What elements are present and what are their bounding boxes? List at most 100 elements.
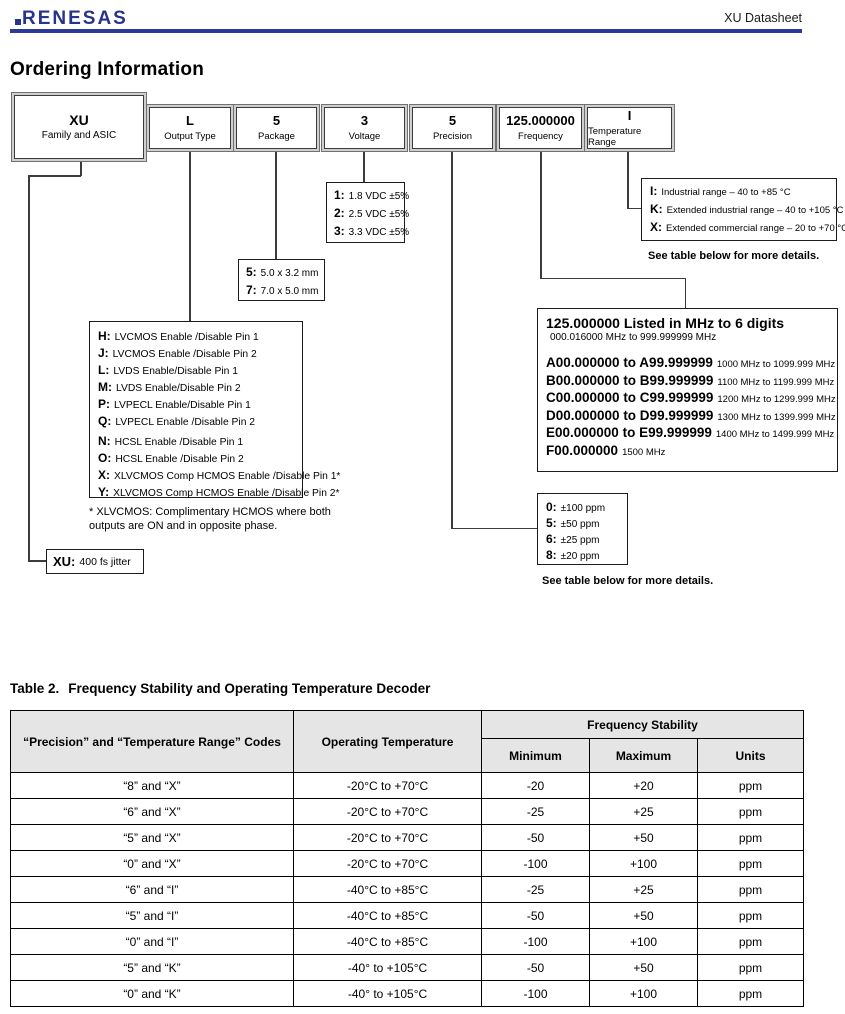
table-row: “5” and “X”-20°C to +70°C -50+50 ppm [10,824,804,851]
logo-mark-icon [15,19,21,25]
partbox-frequency-code: 125.000000 [506,113,575,128]
package-callout: 5: 5.0 x 3.2 mm 7: 7.0 x 5.0 mm [238,259,325,301]
page-title: Ordering Information [10,59,204,80]
partbox-voltage: 3 Voltage [324,107,405,149]
connector-line [627,148,629,209]
table2-label: Table 2. [10,681,60,696]
frequency-stability-table: “Precision” and “Temperature Range” Code… [10,710,804,1007]
table2-title: Table 2. Frequency Stability and Operatin… [10,681,430,696]
connector-line [684,277,686,310]
frequency-subtitle: 000.016000 MHz to 999.999999 MHz [550,332,717,343]
connector-line [451,527,538,529]
col-header-minimum: Minimum [481,738,590,773]
col-header-codes: “Precision” and “Temperature Range” Code… [10,710,294,773]
precision-option: 6: ±25 ppm [546,532,600,546]
connector-line [627,207,642,209]
temperature-note: See table below for more details. [648,250,820,262]
partbox-family-label: Family and ASIC [41,130,117,141]
frequency-range: B00.000000 to B99.999999 1100 MHz to 119… [546,372,835,388]
connector-line [189,148,191,322]
partbox-frequency: 125.000000 Frequency [499,107,582,149]
precision-callout: 0: ±100 ppm 5: ±50 ppm 6: ±25 ppm 8: ±20… [537,493,628,565]
partbox-output-label: Output Type [164,131,216,142]
connector-line [451,148,453,529]
partbox-temperature-label: Temperature Range [588,125,642,148]
table-row: “5” and “K”-40° to +105°C -50+50 ppm [10,954,804,981]
connector-line [28,175,81,177]
frequency-range: F00.000000 1500 MHz [546,442,666,458]
output-type-callout: H: LVCMOS Enable /Disable Pin 1 J: LVCMO… [89,321,341,499]
partbox-family: XU Family and ASIC [14,95,144,159]
jitter-code: XU: [53,554,76,569]
table-row: “0” and “K”-40° to +105°C -100+100 ppm [10,980,804,1007]
frequency-range: A00.000000 to A99.999999 1000 MHz to 109… [546,355,836,370]
col-header-units: Units [697,738,804,773]
jitter-callout: XU: 400 fs jitter [46,549,144,574]
voltage-option: 2: 2.5 VDC ±5% [334,206,410,220]
frequency-callout: 125.000000 Listed in MHz to 6 digits 000… [537,308,838,472]
partbox-temperature: I Temperature Range [587,107,672,149]
col-header-maximum: Maximum [589,738,698,773]
table2-caption: Frequency Stability and Operating Temper… [68,681,431,696]
voltage-callout: 1: 1.8 VDC ±5% 2: 2.5 VDC ±5% 3: 3.3 VDC… [326,182,410,243]
partbox-precision: 5 Precision [412,107,493,149]
frequency-range: E00.000000 to E99.999999 1400 MHz to 149… [546,425,835,440]
frequency-range: D00.000000 to D99.999999 1300 MHz to 139… [546,407,836,423]
connector-line [80,158,82,176]
logo-text: RENESAS [22,8,128,29]
partbox-output-code: L [186,113,194,128]
connector-line [275,148,277,260]
connector-line [363,148,365,183]
table-row: “6” and “X”-20°C to +70°C -25+25 ppm [10,798,804,825]
frequency-range: C00.000000 to C99.999999 1200 MHz to 129… [546,390,836,405]
voltage-option: 3: 3.3 VDC ±5% [334,224,410,238]
output-type-option: O: HCSL Enable /Disable Pin 2 [98,451,244,465]
header-rule [10,29,802,33]
output-type-option: H: LVCMOS Enable /Disable Pin 1 [98,329,259,343]
output-type-option: L: LVDS Enable/Disable Pin 1 [98,363,238,377]
connector-line [540,148,542,279]
precision-option: 8: ±20 ppm [546,548,600,562]
output-type-footnote: * XLVCMOS: Complimentary HCMOS where bot… [89,506,331,532]
partbox-voltage-code: 3 [360,113,369,128]
table-row: “8” and “X”-20°C to +70°C -20+20 ppm [10,772,804,799]
col-header-frequency-stability: Frequency Stability [481,710,804,739]
output-type-option: P: LVPECL Enable/Disable Pin 1 [98,397,251,411]
frequency-title: 125.000000 Listed in MHz to 6 digits [546,315,785,331]
connector-line [28,175,30,561]
doc-title: XU Datasheet [724,11,802,25]
voltage-option: 1: 1.8 VDC ±5% [334,188,410,202]
renesas-logo: RENESAS [15,9,128,28]
partbox-package-code: 5 [272,113,281,128]
output-type-option: M: LVDS Enable/Disable Pin 2 [98,380,241,394]
precision-option: 0: ±100 ppm [546,500,606,514]
connector-line [28,560,46,562]
partbox-package: 5 Package [236,107,317,149]
table-row: “5” and “I”-40°C to +85°C -50+50 ppm [10,902,804,929]
table-row: “0” and “I”-40°C to +85°C -100+100 ppm [10,928,804,955]
partbox-family-code: XU [69,112,89,128]
partbox-temperature-code: I [627,107,632,123]
partbox-precision-code: 5 [448,113,457,128]
temperature-option: I: Industrial range – 40 to +85 °C [650,184,791,198]
package-option: 7: 7.0 x 5.0 mm [246,283,319,297]
partbox-voltage-label: Voltage [348,131,381,142]
output-type-option: X: XLVCMOS Comp HCMOS Enable /Disable Pi… [98,468,341,482]
output-type-option: J: LVCMOS Enable /Disable Pin 2 [98,346,257,360]
partbox-precision-label: Precision [432,131,473,142]
precision-option: 5: ±50 ppm [546,516,600,530]
partbox-package-label: Package [258,131,295,142]
table-row: “6” and “I”-40°C to +85°C -25+25 ppm [10,876,804,903]
partbox-output-type: L Output Type [149,107,231,149]
table-row: “0” and “X”-20°C to +70°C -100+100 ppm [10,850,804,877]
output-type-option: N: HCSL Enable /Disable Pin 1 [98,434,244,448]
precision-note: See table below for more details. [542,575,714,587]
output-type-option: Y: XLVCMOS Comp HCMOS Enable /Disable Pi… [98,485,340,499]
output-type-option: Q: LVPECL Enable /Disable Pin 2 [98,414,256,428]
temperature-callout: I: Industrial range – 40 to +85 °C K: Ex… [641,178,845,241]
connector-line [540,277,686,279]
partbox-frequency-label: Frequency [518,131,563,142]
temperature-option: K: Extended industrial range – 40 to +10… [650,202,844,216]
temperature-option: X: Extended commercial range – 20 to +70… [650,220,845,234]
